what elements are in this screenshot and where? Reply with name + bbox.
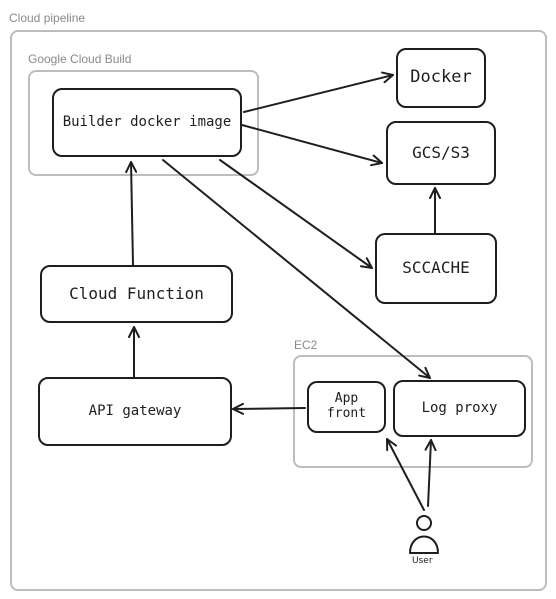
ec2-group (293, 355, 533, 468)
user-label: User (412, 556, 433, 566)
edge-user-to-appfront (386, 438, 425, 511)
app-front-node[interactable]: App front (307, 381, 386, 433)
api-gateway-node[interactable]: API gateway (38, 377, 232, 446)
edge-cloudfunction-to-builder (125, 161, 138, 266)
edge-builder-to-gcs (241, 124, 383, 167)
edge-builder-to-logproxy (162, 159, 431, 379)
edge-appfront-to-apigateway (232, 402, 306, 415)
google-cloud-build-group (28, 70, 259, 176)
edge-builder-to-sccache (219, 159, 373, 269)
cloud-pipeline-group (10, 30, 547, 591)
cloud-pipeline-title: Cloud pipeline (9, 11, 86, 25)
gcs-s3-node[interactable]: GCS/S3 (386, 121, 496, 185)
docker-node[interactable]: Docker (396, 48, 486, 108)
user-icon (409, 515, 439, 554)
edge-user-to-logproxy (424, 439, 437, 507)
google-cloud-build-title: Google Cloud Build (28, 52, 132, 66)
edge-builder-to-docker (243, 71, 394, 113)
sccache-node[interactable]: SCCACHE (375, 233, 497, 304)
log-proxy-node[interactable]: Log proxy (393, 380, 526, 437)
cloud-function-node[interactable]: Cloud Function (40, 265, 233, 323)
builder-docker-image-node[interactable]: Builder docker image (52, 88, 242, 157)
ec2-title: EC2 (294, 338, 318, 352)
